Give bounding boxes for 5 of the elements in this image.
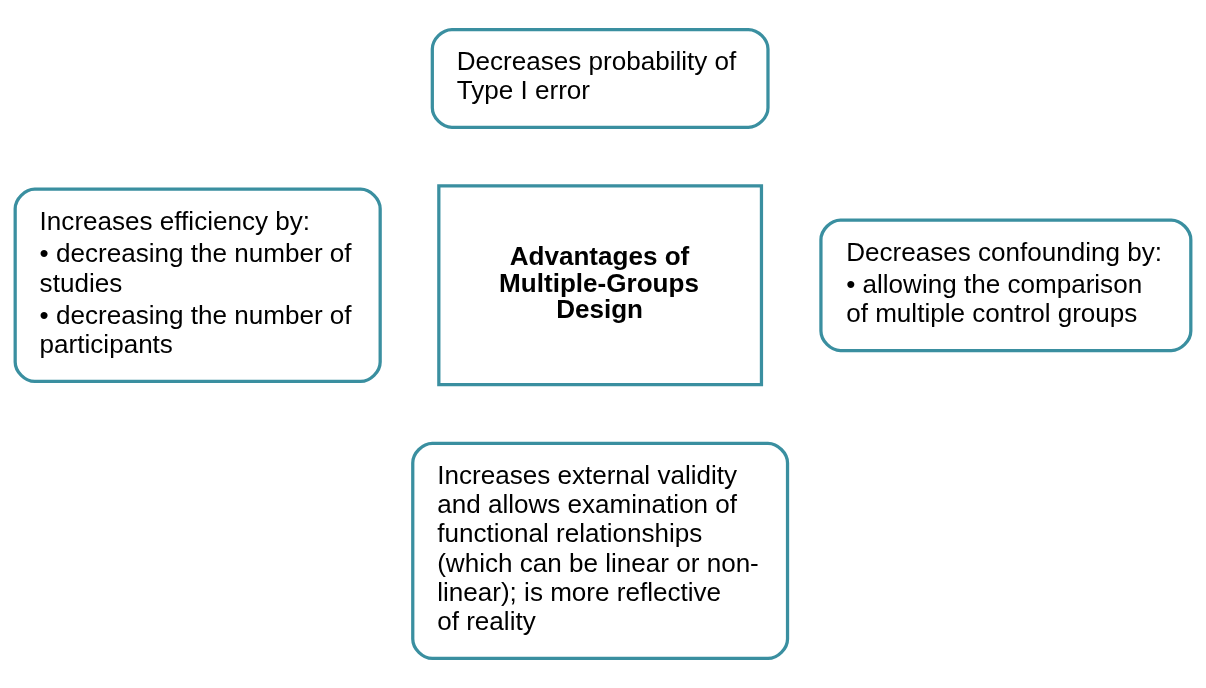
node-box: Advantages of Multiple-Groups Design — [437, 184, 764, 387]
node-box: Decreases confounding by: • allowing the comparison of multiple control groups — [819, 218, 1193, 353]
node-box: Increases external validity and allows examination of functional relationships (which can be linear or non-linear); is more reflective of reality — [411, 441, 790, 661]
node-box: Increases efficiency by: • decreasing the number of studies • decreasing the number of participants — [13, 187, 382, 384]
node-box: Decreases probability of Type I error — [430, 27, 770, 129]
